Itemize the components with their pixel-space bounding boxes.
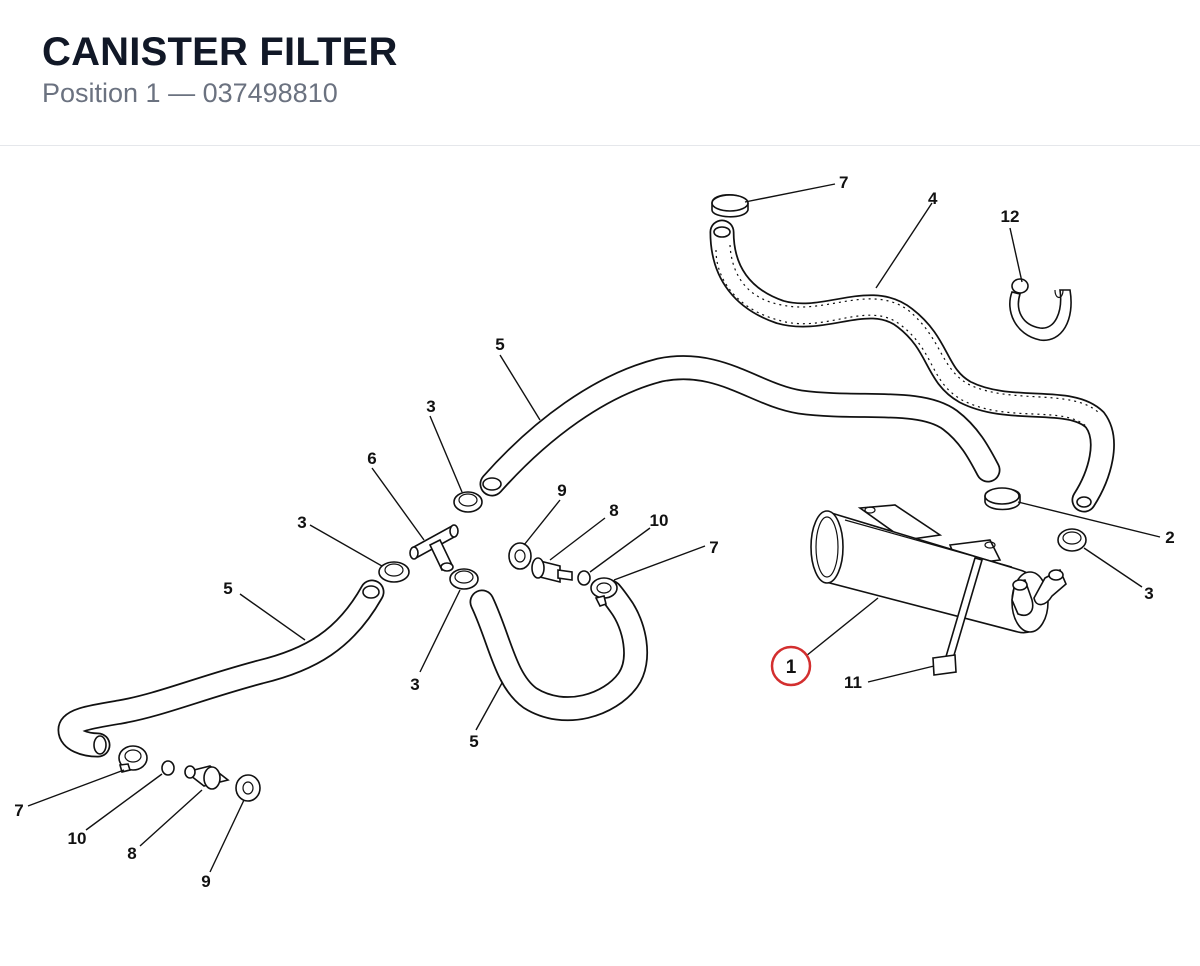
union-8-mid[interactable] [531, 557, 573, 584]
callout-1: 1 [786, 657, 797, 678]
leader-lines [27, 183, 1161, 873]
callout-5-bottom: 5 [469, 732, 478, 751]
clamp-3-right[interactable] [1057, 528, 1087, 552]
clamp-3-left[interactable] [378, 561, 410, 583]
hose-5-left[interactable] [57, 579, 385, 758]
nut-10-mid[interactable] [577, 570, 591, 586]
callout-10-bl: 10 [68, 829, 87, 848]
callout-3-low: 3 [410, 675, 419, 694]
bolt-11[interactable] [932, 557, 983, 676]
callout-7-top: 7 [839, 173, 848, 192]
callout-2: 2 [1165, 528, 1174, 547]
canister-filter[interactable] [810, 504, 1067, 634]
highlight-circle [770, 645, 812, 687]
callout-6: 6 [367, 449, 376, 468]
callout-3-top: 3 [426, 397, 435, 416]
t-connector-6[interactable] [409, 524, 459, 572]
hose-5-u[interactable] [469, 579, 649, 722]
clamp-3-low[interactable] [449, 568, 479, 590]
callout-5-top: 5 [495, 335, 504, 354]
page-title: CANISTER FILTER [42, 30, 398, 74]
clamp-7-bl[interactable] [118, 745, 148, 773]
callout-9-bl: 9 [201, 872, 210, 891]
clamp-2[interactable] [984, 487, 1021, 511]
clamp-7-mid[interactable] [590, 577, 618, 607]
callout-10-mid: 10 [650, 511, 669, 530]
callout-12: 12 [1001, 207, 1020, 226]
callout-7-mid: 7 [709, 538, 718, 557]
page-header: CANISTER FILTER Position 1 — 037498810 [0, 0, 1200, 146]
callout-7-bl: 7 [14, 801, 23, 820]
washer-9-bl[interactable] [235, 774, 261, 802]
callout-3-right: 3 [1144, 584, 1153, 603]
callout-labels: 7 4 12 5 3 6 3 9 8 10 7 2 3 5 3 5 11 7 1… [14, 173, 1174, 891]
clamp-7-top[interactable] [711, 193, 749, 218]
callout-3-left: 3 [297, 513, 306, 532]
parts-diagram: 7 4 12 5 3 6 3 9 8 10 7 2 3 5 3 5 11 7 1… [14, 173, 1174, 891]
page-subtitle: Position 1 — 037498810 [42, 78, 338, 108]
callout-11: 11 [844, 673, 862, 692]
union-8-bl[interactable] [184, 765, 230, 790]
washer-9-mid[interactable] [508, 542, 532, 570]
callout-9-mid: 9 [557, 481, 566, 500]
callout-8-bl: 8 [127, 844, 136, 863]
clamp-3-top[interactable] [453, 491, 483, 513]
callout-5-left: 5 [223, 579, 232, 598]
highlight-position-1[interactable]: 1 [770, 645, 812, 687]
hose-4[interactable] [709, 219, 1115, 513]
clamp-12[interactable] [1009, 278, 1072, 341]
nut-10-bl[interactable] [161, 760, 175, 776]
hose-5-top[interactable] [479, 355, 1001, 497]
callout-4: 4 [928, 189, 938, 208]
callout-8-mid: 8 [609, 501, 618, 520]
